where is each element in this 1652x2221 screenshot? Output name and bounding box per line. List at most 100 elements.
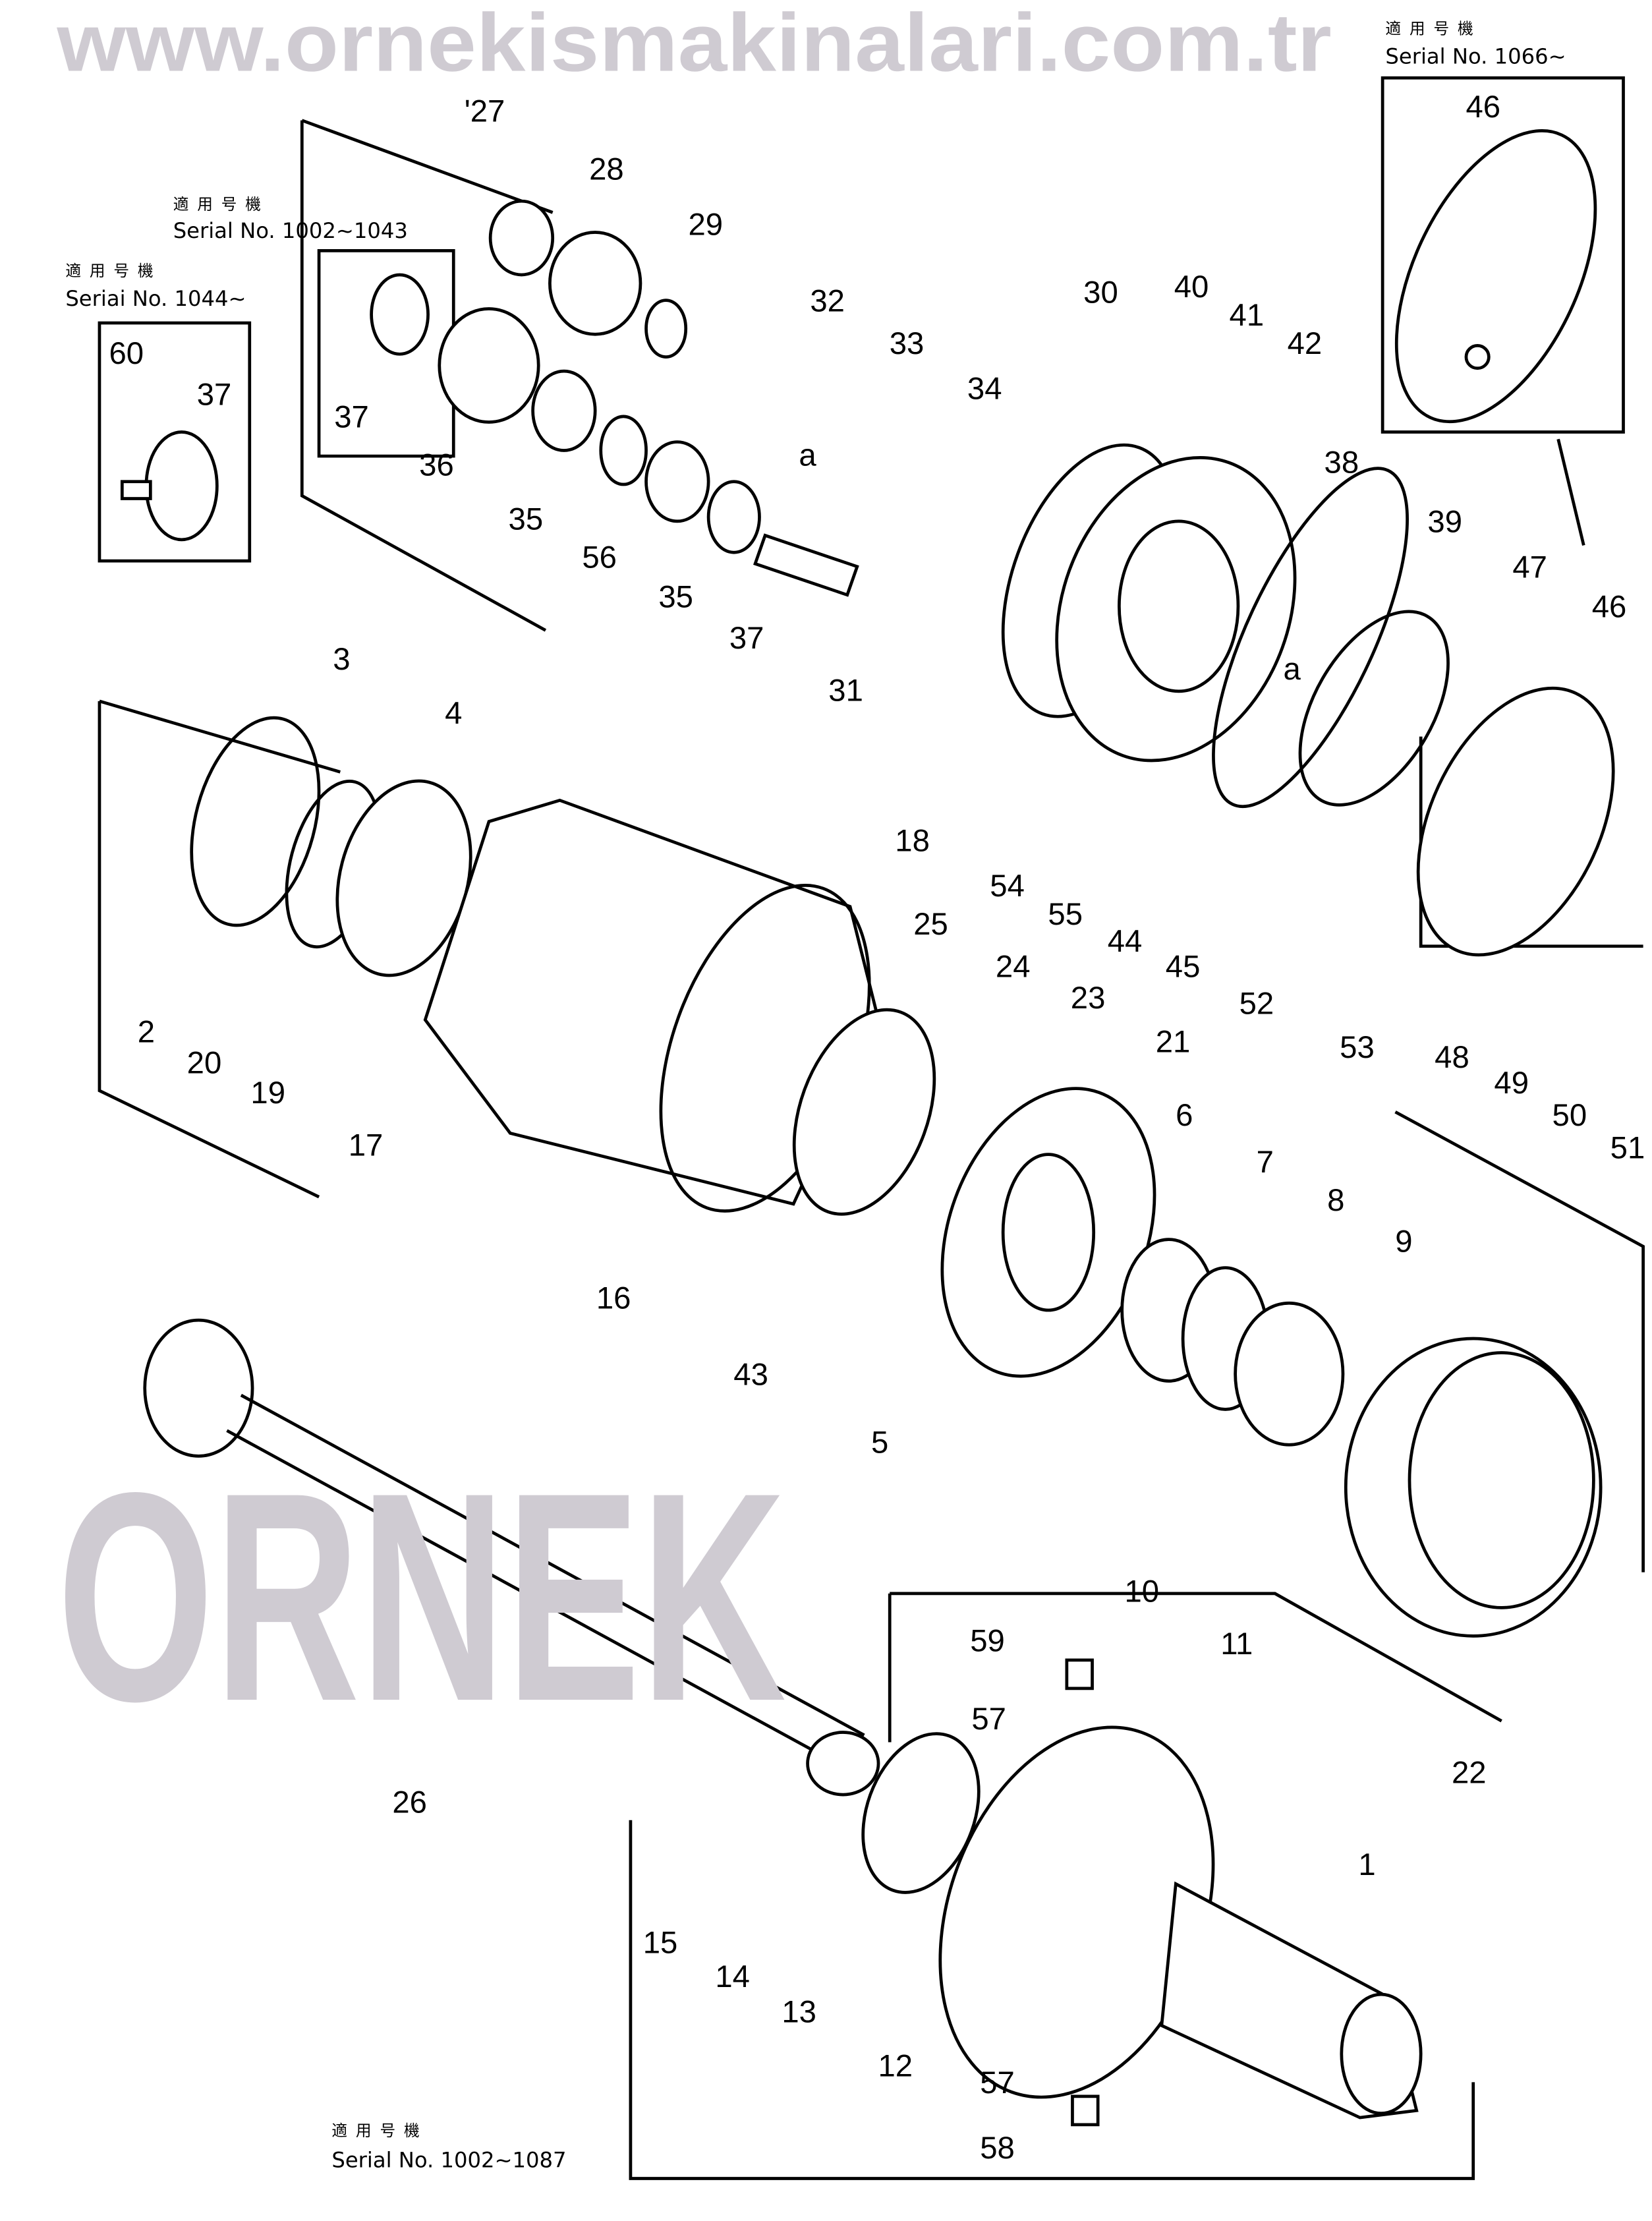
shaft-31 [753, 533, 859, 597]
gear-36 [438, 307, 540, 424]
callout: 48 [1435, 1040, 1469, 1075]
pin-60 [120, 480, 152, 500]
ring-gear-22 [1344, 1337, 1603, 1638]
callout: 10 [1124, 1574, 1159, 1609]
group-bracket [300, 119, 554, 632]
callout: 19 [250, 1076, 285, 1110]
callout: 51 [1610, 1131, 1645, 1166]
callout: 1 [1358, 1847, 1375, 1882]
callout: 58 [980, 2131, 1015, 2166]
serial-note-jp: 適用号機 [1385, 20, 1481, 38]
callout: 23 [1071, 981, 1106, 1016]
callout: 45 [1166, 950, 1201, 985]
ring-38 [1212, 467, 1409, 809]
callout: 56 [582, 540, 617, 575]
sun-gear [143, 1318, 254, 1458]
serial-note-1002-1087: Serial No. 1002~1087 [331, 2147, 566, 2172]
gear-hub [1001, 1153, 1096, 1312]
callout: 20 [187, 1046, 222, 1081]
callout: 15 [643, 1925, 678, 1960]
spacer-56 [599, 415, 648, 486]
callout-labels: '27 28 29 30 40 41 42 32 33 34 38 39 47 … [109, 90, 1645, 2166]
serial-note-jp: 適用号機 [65, 262, 161, 280]
callout: 3 [333, 642, 350, 677]
callout: 28 [589, 152, 624, 187]
hub-group-bracket [629, 1592, 1502, 2180]
cover-46-top [1394, 129, 1597, 424]
callout: 60 [109, 336, 144, 371]
left-bracket [98, 699, 341, 1199]
callout: 37 [334, 400, 369, 435]
spindle-spline [1340, 1992, 1423, 2116]
callout: 31 [828, 673, 863, 708]
callout: 22 [1452, 1755, 1487, 1790]
cover-plug [1464, 344, 1491, 370]
callout: 37 [729, 621, 764, 656]
callout: 54 [990, 869, 1025, 904]
callout: 25 [913, 907, 948, 942]
callout: 4 [445, 696, 462, 731]
callout: 53 [1340, 1030, 1375, 1065]
callout: 41 [1230, 298, 1265, 333]
callout: 38 [1324, 445, 1359, 480]
callout: a [1283, 652, 1301, 687]
callout: 40 [1174, 270, 1209, 304]
callout: 50 [1552, 1098, 1587, 1133]
plug-58 [1071, 2094, 1100, 2127]
callout: 16 [596, 1281, 631, 1315]
callout: 18 [895, 823, 930, 858]
callout: 46 [1466, 90, 1500, 125]
callout: 5 [871, 1426, 888, 1460]
callout: 32 [810, 283, 845, 318]
callout: 6 [1176, 1098, 1193, 1133]
callout: 52 [1239, 986, 1274, 1021]
callout: a [799, 438, 816, 473]
washer-37 [370, 273, 430, 356]
serial-note-1002-1043: Serial No. 1002~1043 [173, 218, 408, 243]
callout: 11 [1220, 1627, 1253, 1661]
watermark-url: www.ornekismakinalari.com.tr [56, 0, 1331, 88]
callout: 26 [392, 1785, 427, 1820]
watermark-brand: ORNEK [57, 1430, 786, 1763]
callout: 43 [733, 1358, 768, 1393]
carrier-center [1118, 519, 1240, 693]
seal-2 [190, 716, 321, 927]
callout: 49 [1494, 1066, 1529, 1101]
callout: 13 [782, 1995, 816, 2030]
callout: 42 [1288, 326, 1323, 361]
callout: 57 [980, 2065, 1015, 2100]
callout: '27 [465, 94, 505, 129]
bearing-35 [531, 369, 597, 452]
serial-note-jp: 適用号機 [331, 2121, 428, 2140]
o-ring-12 [861, 1732, 981, 1894]
gear-28 [548, 231, 642, 336]
cover-46 [1416, 686, 1615, 957]
callout: 33 [890, 326, 925, 361]
callout: 12 [878, 2048, 913, 2083]
right-bracket [1394, 736, 1645, 1572]
arrow [1556, 438, 1585, 546]
bearing-27 [488, 199, 555, 277]
callout: 9 [1395, 1225, 1412, 1259]
snap-ring-29 [644, 299, 688, 359]
callout: 17 [349, 1128, 384, 1163]
serial-note-1066: Serial No. 1066~ [1385, 44, 1566, 69]
ring-gear-teeth [1408, 1351, 1595, 1609]
bearing-5 [792, 1008, 936, 1216]
shaft-26 [226, 1393, 865, 1772]
callout: 36 [419, 448, 454, 483]
shaft-spline [806, 1731, 880, 1797]
callout: 21 [1156, 1024, 1191, 1059]
callout: 37 [197, 377, 232, 412]
plate-37 [144, 430, 219, 542]
washer-37b [706, 480, 761, 554]
hub-9 [1234, 1301, 1345, 1447]
callout: 55 [1048, 897, 1083, 932]
serial-1002-1043-box [317, 249, 455, 458]
carrier-plate [1055, 455, 1297, 763]
serial-note-1044: Seriai No. 1044~ [65, 286, 246, 311]
callout: 35 [509, 502, 544, 536]
callout: 14 [715, 1959, 750, 1994]
